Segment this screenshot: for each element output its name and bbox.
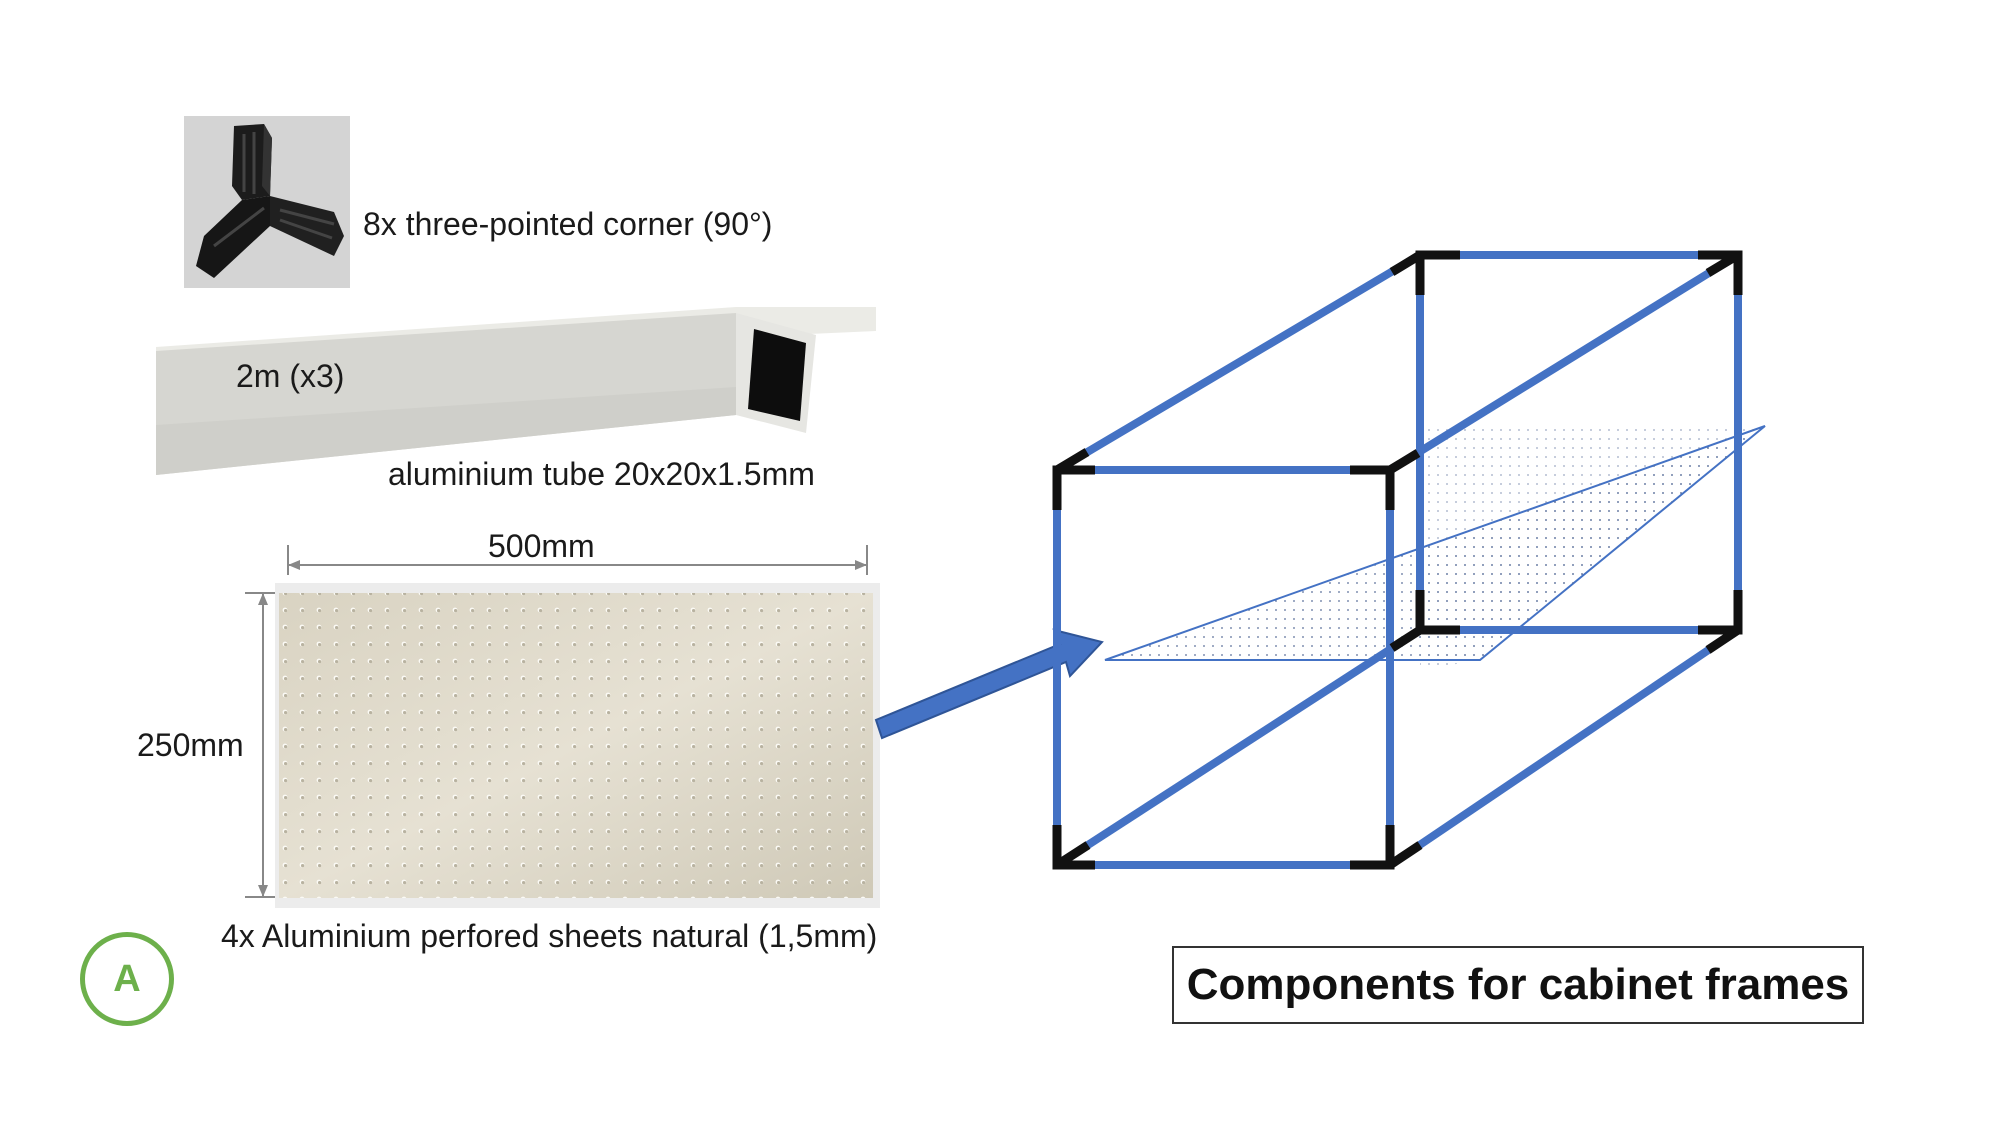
perforated-sheet-image [275,583,880,908]
corner-connector-image [184,116,350,288]
aluminium-tube-image [156,305,876,475]
perforated-sheet-icon [275,583,880,908]
sheet-height-label: 250mm [137,727,244,763]
width-dimension-line [287,545,868,575]
square-tube-icon [156,307,876,475]
tube-edges [1053,251,1742,869]
right-arrow-icon [874,628,1104,740]
badge-letter: A [113,957,141,1000]
corner-label: 8x three-pointed corner (90°) [363,206,773,242]
corner-connectors [1052,250,1743,870]
sheet-width-label: 500mm [488,528,595,564]
tube-length-label: 2m (x3) [236,358,345,394]
three-way-corner-connector-icon [184,116,350,288]
cabinet-frame-diagram [1052,250,1766,870]
tube-label: aluminium tube 20x20x1.5mm [388,456,815,492]
shelf-plane-back [1420,426,1765,670]
figure-badge: A [80,932,174,1026]
diagram-title: Components for cabinet frames [1172,946,1864,1024]
sheet-label: 4x Aluminium perfored sheets natural (1,… [221,918,878,954]
height-dimension-line [245,592,275,898]
diagram-title-text: Components for cabinet frames [1186,960,1850,1009]
